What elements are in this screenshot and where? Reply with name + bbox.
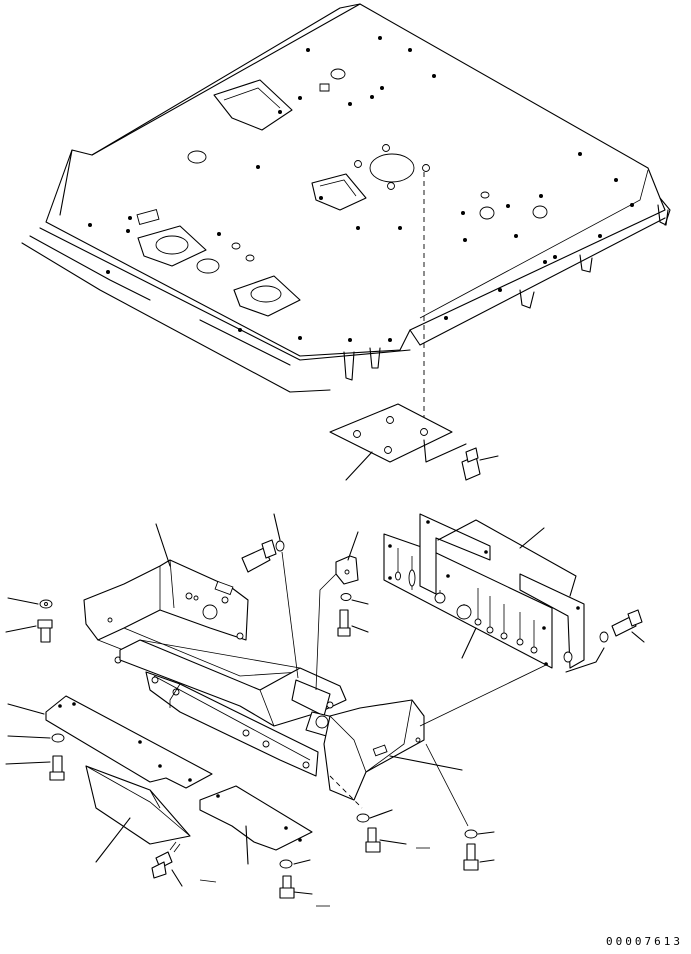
- left-washer: [8, 598, 52, 608]
- cover-plate: [330, 172, 466, 480]
- lower-left-plate: [6, 696, 212, 788]
- left-bolt: [6, 620, 52, 642]
- bracket: [316, 532, 368, 690]
- right-guard: [324, 700, 462, 808]
- panel-plate: [384, 534, 552, 726]
- right-bolt: [600, 610, 644, 642]
- lower-center-plate: [200, 786, 312, 864]
- drawing-reference-number: 00007613: [606, 935, 683, 948]
- gasket-frame: [420, 514, 604, 672]
- cover-bolt: [462, 448, 498, 480]
- left-guard: [84, 524, 300, 688]
- lower-bolts: [152, 744, 494, 906]
- wedge-plate: [86, 766, 190, 862]
- top-bolt: [242, 514, 298, 678]
- floor-plate: [22, 4, 670, 392]
